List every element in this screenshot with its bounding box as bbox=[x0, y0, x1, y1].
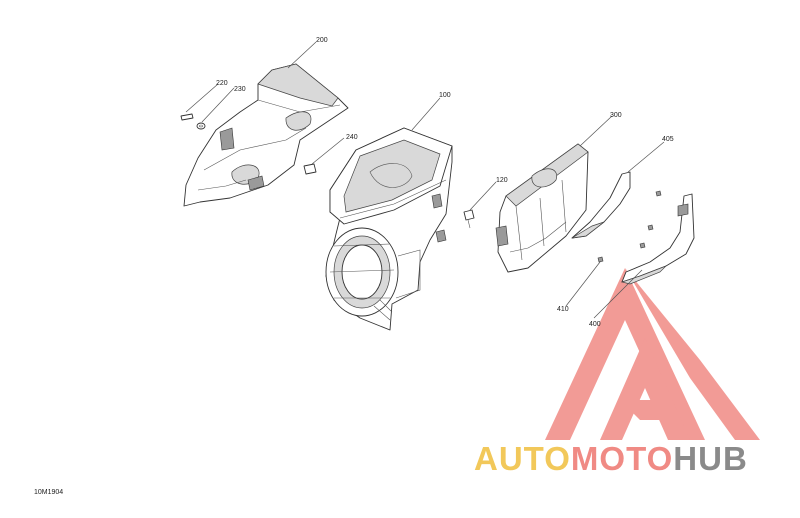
callout-410: 410 bbox=[557, 306, 569, 313]
part-220-screw bbox=[180, 113, 194, 121]
part-230-washer bbox=[196, 122, 206, 130]
watermark-text: AUTOMOTOHUB bbox=[474, 440, 748, 477]
diagram-code: 10M1904 bbox=[34, 489, 64, 496]
watermark-part-auto: AUTO bbox=[474, 440, 571, 477]
leader-lines bbox=[185, 41, 665, 319]
watermark-part-hub: HUB bbox=[673, 440, 748, 477]
callout-405: 405 bbox=[662, 136, 674, 143]
callout-230: 230 bbox=[234, 86, 246, 93]
part-410-clips bbox=[597, 190, 662, 263]
part-200-upper-cover bbox=[183, 63, 349, 207]
watermark-part-moto: MOTO bbox=[571, 440, 673, 477]
callout-120: 120 bbox=[496, 177, 508, 184]
watermark-inner-g-icon bbox=[620, 400, 660, 420]
callout-240: 240 bbox=[346, 134, 358, 141]
watermark-logo bbox=[545, 268, 760, 440]
callout-200: 200 bbox=[316, 37, 328, 44]
part-300-duct-box bbox=[495, 143, 589, 273]
part-100-housing bbox=[325, 127, 453, 331]
watermark-right-arm-icon bbox=[625, 268, 760, 440]
callout-100: 100 bbox=[439, 92, 451, 99]
callout-300: 300 bbox=[610, 112, 622, 119]
callout-400: 400 bbox=[589, 321, 601, 328]
part-400-trim-panel bbox=[620, 193, 695, 285]
watermark-m-shape-icon bbox=[600, 338, 690, 440]
callout-220: 220 bbox=[216, 80, 228, 87]
part-405-trim bbox=[571, 171, 631, 239]
part-120-screw bbox=[463, 209, 475, 229]
part-240-clip bbox=[303, 163, 317, 175]
